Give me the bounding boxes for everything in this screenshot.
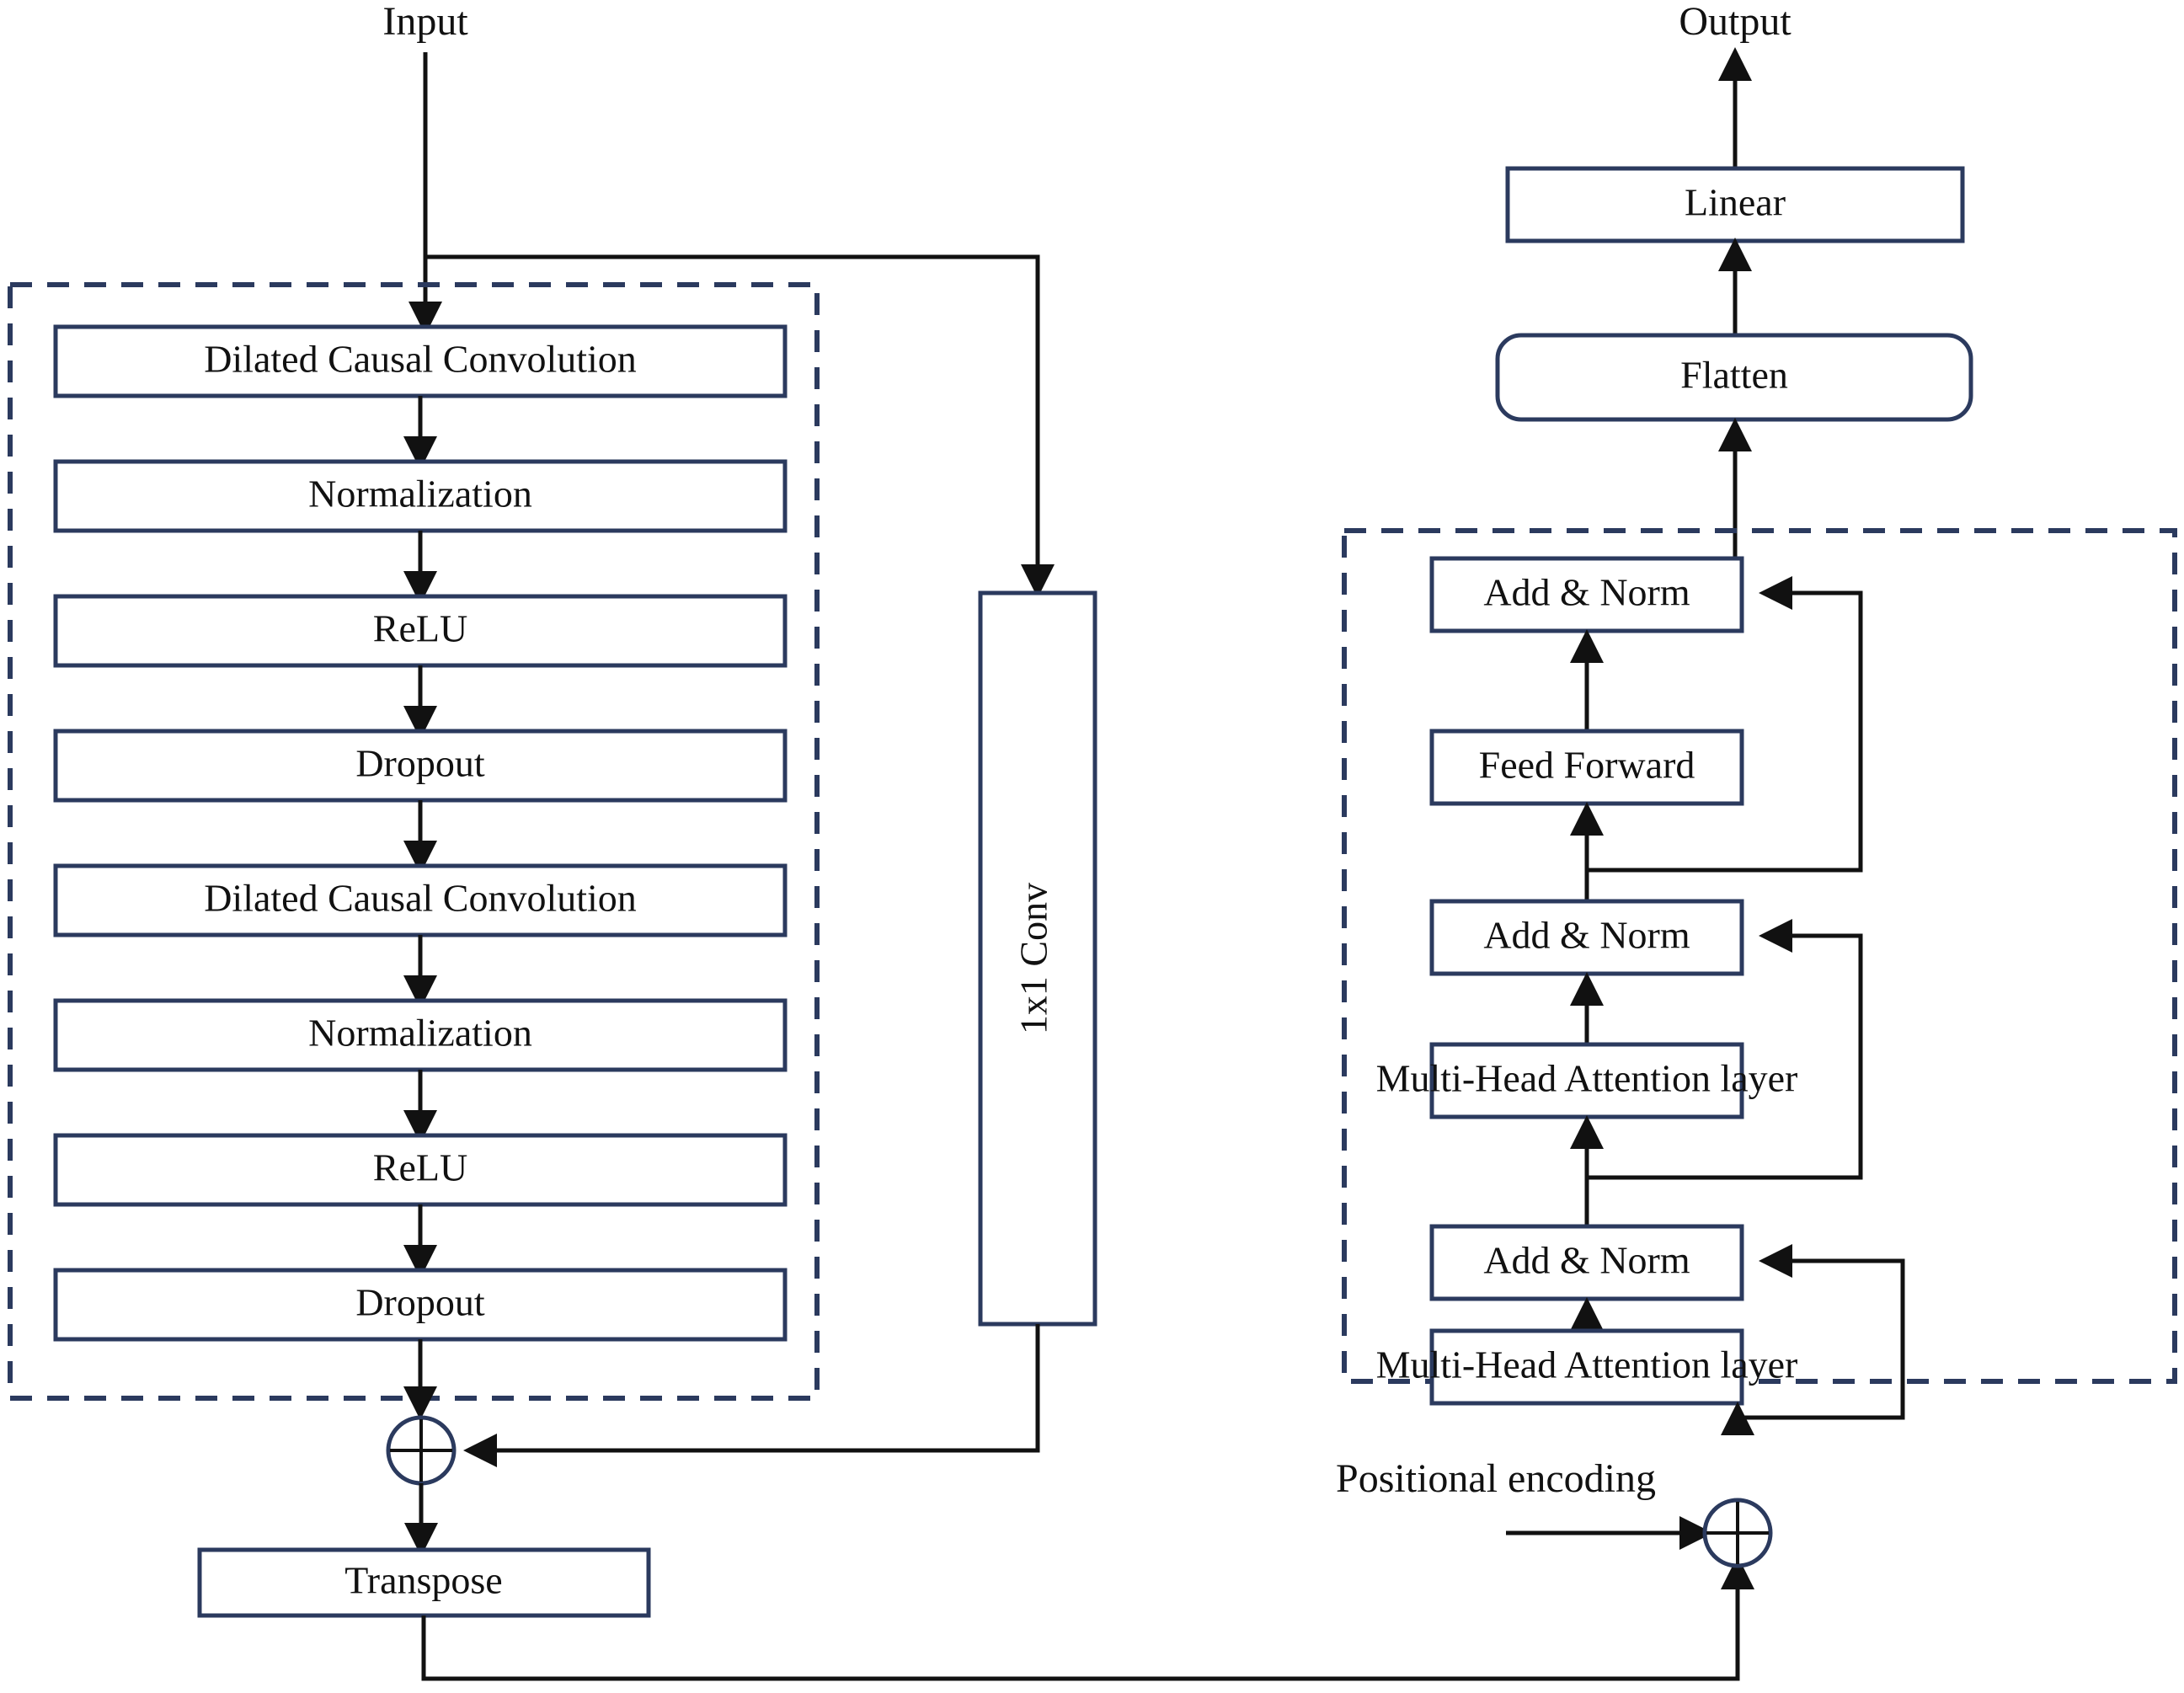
block-normalization-2[interactable] (53, 998, 788, 1072)
block-add-norm-3[interactable] (1429, 556, 1744, 633)
block-relu-2[interactable] (53, 1133, 788, 1207)
block-label-add-norm-3: Add & Norm (1483, 571, 1690, 614)
edge-skip-to-addnorm3 (1587, 576, 1863, 873)
block-label-multi-head-attention-2: Multi-Head Attention layer (1376, 1057, 1798, 1100)
block-label-normalization-1: Normalization (308, 473, 532, 515)
edge-skip-conv-to-add (463, 1324, 1040, 1467)
block-label-feed-forward: Feed Forward (1479, 744, 1695, 787)
transformer-encoder-dashed-container (1342, 528, 2177, 1384)
block-label-dropout-1: Dropout (355, 742, 485, 785)
block-feed-forward[interactable] (1429, 729, 1744, 806)
block-label-transpose: Transpose (344, 1559, 502, 1602)
block-dilated-causal-convolution-2[interactable] (53, 863, 788, 937)
edge-skip-to-addnorm1 (1738, 1244, 1905, 1420)
input-label: Input (382, 0, 468, 44)
block-label-normalization-2: Normalization (308, 1012, 532, 1055)
positional-encoding-label: Positional encoding (1336, 1456, 1656, 1501)
block-label-relu-2: ReLU (373, 1146, 467, 1189)
block-label-dilated-causal-convolution-1: Dilated Causal Convolution (204, 338, 637, 381)
block-label-add-norm-1: Add & Norm (1483, 1239, 1690, 1282)
block-label-1x1-conv: 1x1 Conv (1012, 883, 1055, 1034)
block-label-linear: Linear (1685, 181, 1786, 224)
output-label: Output (1679, 0, 1792, 44)
block-add-norm-2[interactable] (1429, 899, 1744, 976)
edge-transpose-to-positional-add (421, 1556, 1754, 1681)
block-label-relu-1: ReLU (373, 607, 467, 650)
block-label-dropout-2: Dropout (355, 1281, 485, 1324)
block-label-flatten: Flatten (1680, 354, 1788, 397)
block-linear[interactable] (1505, 166, 1965, 243)
block-1x1-conv[interactable] (978, 590, 1097, 1327)
edge-input-to-skip-conv (425, 254, 1055, 598)
edge-skip-to-addnorm2 (1587, 919, 1863, 1180)
block-relu-1[interactable] (53, 594, 788, 668)
block-label-multi-head-attention-1: Multi-Head Attention layer (1376, 1343, 1798, 1386)
block-label-dilated-causal-convolution-2: Dilated Causal Convolution (204, 877, 637, 920)
block-normalization-1[interactable] (53, 459, 788, 533)
block-label-add-norm-2: Add & Norm (1483, 914, 1690, 957)
block-dropout-2[interactable] (53, 1268, 788, 1342)
block-multi-head-attention-1[interactable] (1429, 1328, 1744, 1406)
residual-block-dashed-container (8, 282, 820, 1401)
